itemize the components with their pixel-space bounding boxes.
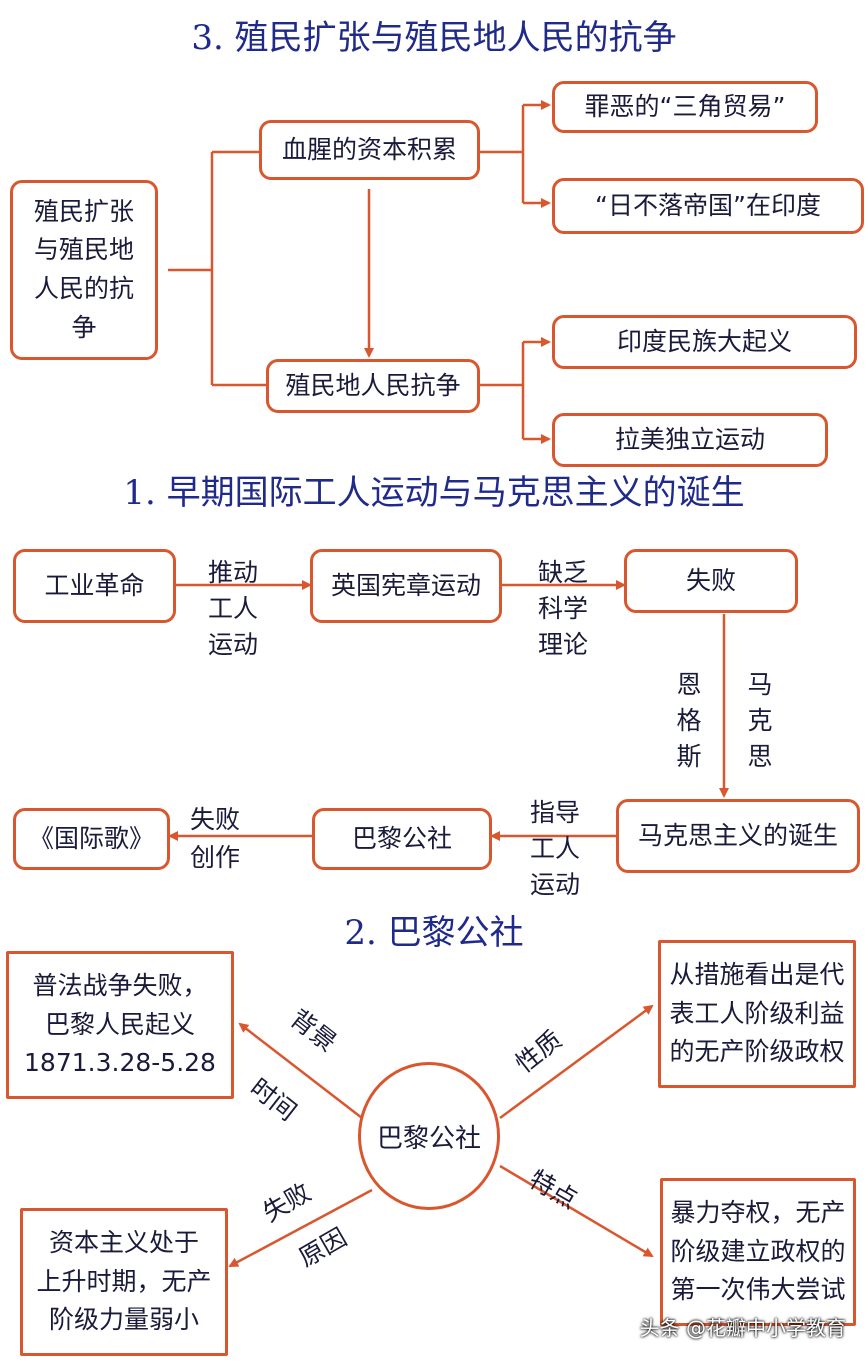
internationale-node: 《国际歌》	[13, 808, 170, 870]
feature-line-1: 暴力夺权，无产	[670, 1197, 846, 1227]
empire-india-text: “日不落帝国”在印度	[595, 190, 821, 220]
india-uprising-text: 印度民族大起义	[616, 326, 792, 356]
empire-india-node: “日不落帝国”在印度	[552, 178, 864, 234]
marxism-node: 马克思主义的诞生	[616, 799, 860, 873]
colonial-root-text: 殖民扩张与殖民地人民的抗争	[33, 196, 134, 342]
nature-line-2: 表工人阶级利益	[669, 998, 845, 1028]
nature-line-3: 的无产阶级政权	[669, 1037, 845, 1067]
guide-movement-label: 指导工人运动	[529, 798, 580, 899]
feature-line-2: 阶级建立政权的	[670, 1236, 846, 1266]
section1-title: 1. 早期国际工人运动与马克思主义的诞生	[123, 473, 745, 513]
triangle-trade-text: 罪恶的“三角贸易”	[584, 91, 786, 121]
nature-line-1: 从措施看出是代	[669, 959, 845, 989]
colonial-struggle-text: 殖民地人民抗争	[285, 370, 461, 400]
industrial-revolution-text: 工业革命	[44, 570, 145, 600]
paris-commune-node: 巴黎公社	[312, 808, 492, 870]
background-box: 普法战争失败， 巴黎人民起义 1871.3.28-5.28	[6, 951, 234, 1099]
marxism-text: 马克思主义的诞生	[637, 820, 838, 850]
colonial-root-node: 殖民扩张与殖民地人民的抗争	[10, 180, 158, 360]
failure-text: 失败	[685, 565, 736, 595]
marx-label: 马克思	[747, 670, 773, 771]
reason-line-3: 阶级力量弱小	[48, 1305, 199, 1335]
internationale-text: 《国际歌》	[28, 823, 154, 853]
latin-america-node: 拉美独立运动	[552, 413, 828, 467]
background-line-2: 巴黎人民起义	[44, 1009, 195, 1039]
background-line-3: 1871.3.28-5.28	[24, 1048, 216, 1078]
capital-accumulation-text: 血腥的资本积累	[281, 134, 457, 164]
reason-line-1: 资本主义处于	[48, 1227, 199, 1257]
india-uprising-node: 印度民族大起义	[552, 315, 857, 369]
feature-box: 暴力夺权，无产 阶级建立政权的 第一次伟大尝试	[660, 1178, 856, 1326]
failure-node: 失败	[624, 549, 798, 613]
section3-title: 3. 殖民扩张与殖民地人民的抗争	[191, 18, 677, 58]
reason-box: 资本主义处于 上升时期，无产 阶级力量弱小	[20, 1208, 228, 1356]
chartism-node: 英国宪章运动	[310, 549, 502, 623]
paris-commune-center: 巴黎公社	[358, 1062, 500, 1210]
create-label: 创作	[190, 843, 241, 872]
colonial-struggle-node: 殖民地人民抗争	[266, 359, 480, 413]
nature-box: 从措施看出是代 表工人阶级利益 的无产阶级政权	[658, 940, 856, 1088]
latin-america-text: 拉美独立运动	[614, 424, 765, 454]
capital-accumulation-node: 血腥的资本积累	[259, 120, 480, 180]
lack-theory-label: 缺乏科学理论	[537, 558, 588, 659]
section2-title: 2. 巴黎公社	[344, 913, 524, 953]
paris-commune-text: 巴黎公社	[351, 823, 452, 853]
background-line-1: 普法战争失败，	[32, 970, 208, 1000]
fail-label: 失败	[190, 805, 241, 834]
push-workers-label: 推动工人运动	[207, 558, 258, 659]
watermark: 头条 @花瓣中小学教育	[639, 1316, 846, 1340]
feature-line-3: 第一次伟大尝试	[670, 1275, 846, 1305]
industrial-revolution-node: 工业革命	[13, 549, 176, 623]
paris-commune-center-text: 巴黎公社	[376, 1123, 481, 1154]
chartism-text: 英国宪章运动	[330, 570, 481, 600]
reason-line-2: 上升时期，无产	[36, 1266, 212, 1296]
engels-label: 恩格斯	[676, 670, 702, 771]
triangle-trade-node: 罪恶的“三角贸易”	[552, 81, 818, 133]
